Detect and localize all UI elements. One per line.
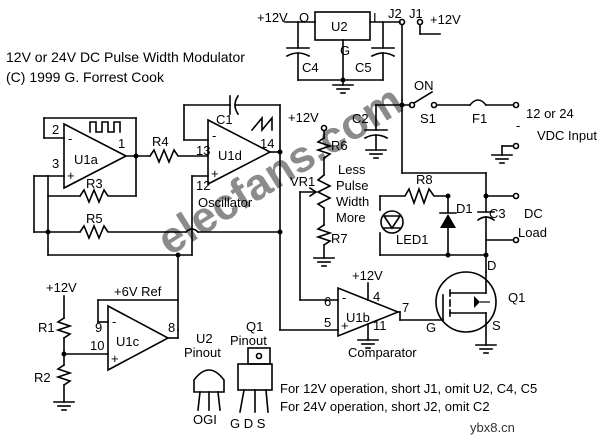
r6-label: R6 (331, 138, 348, 153)
u1c-pin9: 9 (95, 320, 102, 335)
drain-d-label: D (487, 258, 496, 273)
c5-label: C5 (355, 60, 372, 75)
oscillator-label: Oscillator (198, 195, 253, 210)
r4-label: R4 (152, 134, 169, 149)
u2-regulator: U2 O I G +12V C4 C5 (257, 10, 401, 94)
title-line-1: 12V or 24V DC Pulse Width Modulator (6, 49, 245, 65)
u2-pins: OGI (193, 412, 217, 427)
u1c-label: U1c (116, 334, 140, 349)
u2-pinout: U2 Pinout OGI (184, 331, 225, 427)
load-section: R8 LED1 D1 C3 DC Load D (379, 172, 547, 273)
c3-label: C3 (489, 206, 506, 221)
r5-label: R5 (86, 211, 103, 226)
title-line-2: (C) 1999 G. Forrest Cook (6, 69, 165, 85)
u1c-pin10: 10 (90, 338, 104, 353)
input-label-1: 12 or 24 (526, 106, 574, 121)
r6-plus12v: +12V (288, 110, 319, 125)
q1-pinout: Q1 Pinout G D S (230, 319, 273, 431)
u1b-pin11: 11 (373, 318, 387, 333)
j2-label: J2 (388, 6, 402, 21)
u2-label: U2 (331, 19, 348, 34)
u1d-plus: + (211, 166, 219, 181)
u1b-pin4: 4 (373, 289, 380, 304)
u2-pin-g: G (340, 43, 350, 58)
input-minus: - (516, 118, 520, 133)
j1-plus12v: +12V (430, 12, 461, 27)
q1-pinout-subtitle: Pinout (230, 333, 267, 348)
input-label-2: VDC Input (537, 128, 597, 143)
u1b-comparator: U1b - + 6 5 4 7 11 Comparator +12V (279, 268, 417, 360)
q1-pins: G D S (230, 416, 266, 431)
q1-gate-g-label: G (426, 320, 436, 335)
u1a-pin2: 2 (52, 122, 59, 137)
u1d-label: U1d (218, 148, 242, 163)
u1c-pin8: 8 (168, 320, 175, 335)
dc-label: DC (524, 206, 543, 221)
u1d-pin13: 13 (196, 143, 210, 158)
u2-pinout-subtitle: Pinout (184, 345, 221, 360)
note-12v: For 12V operation, short J1, omit U2, C4… (280, 381, 537, 396)
comparator-label: Comparator (348, 345, 417, 360)
u1a-plus: + (67, 168, 75, 183)
r1-plus12v: +12V (46, 280, 77, 295)
u2-pinout-title: U2 (196, 331, 213, 346)
u2-plus12v: +12V (257, 10, 288, 25)
u1b-plus: + (341, 318, 349, 333)
u2-pin-o: O (299, 10, 309, 25)
u1b-plus12v: +12V (352, 268, 383, 283)
r8-label: R8 (416, 172, 433, 187)
vr1-label: VR1 (290, 174, 315, 189)
r1-r2-divider: +12V R1 R2 (34, 280, 77, 411)
u1a-pin3: 3 (52, 156, 59, 171)
r3-label: R3 (86, 176, 103, 191)
q1-pinout-title: Q1 (246, 319, 263, 334)
watermark-footer: ybx8.cn (470, 420, 515, 435)
c4-label: C4 (302, 60, 319, 75)
note-24v: For 24V operation, short J2, omit C2 (280, 399, 490, 414)
u2-pin-i: I (373, 10, 377, 25)
j1-label: J1 (409, 6, 423, 21)
u1b-label: U1b (346, 310, 370, 325)
width-label: Width (336, 194, 369, 209)
u1c-reference: +6V Ref U1c - + 9 10 8 (61, 254, 179, 372)
load-label: Load (518, 225, 547, 240)
more-label: More (336, 210, 366, 225)
u1c-minus: - (112, 314, 116, 329)
u1d-pin14: 14 (260, 136, 274, 151)
q1-label: Q1 (508, 290, 525, 305)
u1a-pin1: 1 (118, 136, 125, 151)
c2-label: C2 (352, 111, 369, 126)
pulse-label: Pulse (336, 178, 369, 193)
d1-label: D1 (456, 201, 473, 216)
u1a-label: U1a (74, 152, 99, 167)
c1-label: C1 (216, 112, 233, 127)
r7-label: R7 (331, 231, 348, 246)
u1d-oscillator: U1d - + 13 12 14 Oscillator C1 (183, 94, 283, 331)
u1b-pin6: 6 (324, 294, 331, 309)
u1c-plus: + (111, 351, 119, 366)
pulse-width-control: +12V R6 VR1 Less Pulse Width More R7 (288, 110, 369, 301)
less-label: Less (338, 162, 366, 177)
jumpers: J2 J1 +12V (388, 6, 461, 106)
led1-label: LED1 (396, 232, 429, 247)
on-label: ON (414, 78, 434, 93)
u1b-pin5: 5 (324, 315, 331, 330)
input-section: ON S1 F1 12 or 24 VDC Input - C2 (352, 78, 597, 174)
plus6v-ref-label: +6V Ref (114, 284, 162, 299)
r1-label: R1 (38, 320, 55, 335)
q1-mosfet: Q1 S G (399, 271, 525, 354)
u1a-opamp: U1a - + 2 3 1 R4 R3 R5 (33, 117, 281, 258)
u1b-minus: - (342, 290, 346, 305)
s1-label: S1 (420, 111, 436, 126)
r2-label: R2 (34, 370, 51, 385)
u1b-pin7: 7 (402, 300, 409, 315)
f1-label: F1 (472, 111, 487, 126)
q1-source-s-label: S (492, 318, 501, 333)
u1d-pin12: 12 (196, 178, 210, 193)
u1d-minus: - (212, 128, 216, 143)
u1a-minus: - (68, 131, 72, 146)
